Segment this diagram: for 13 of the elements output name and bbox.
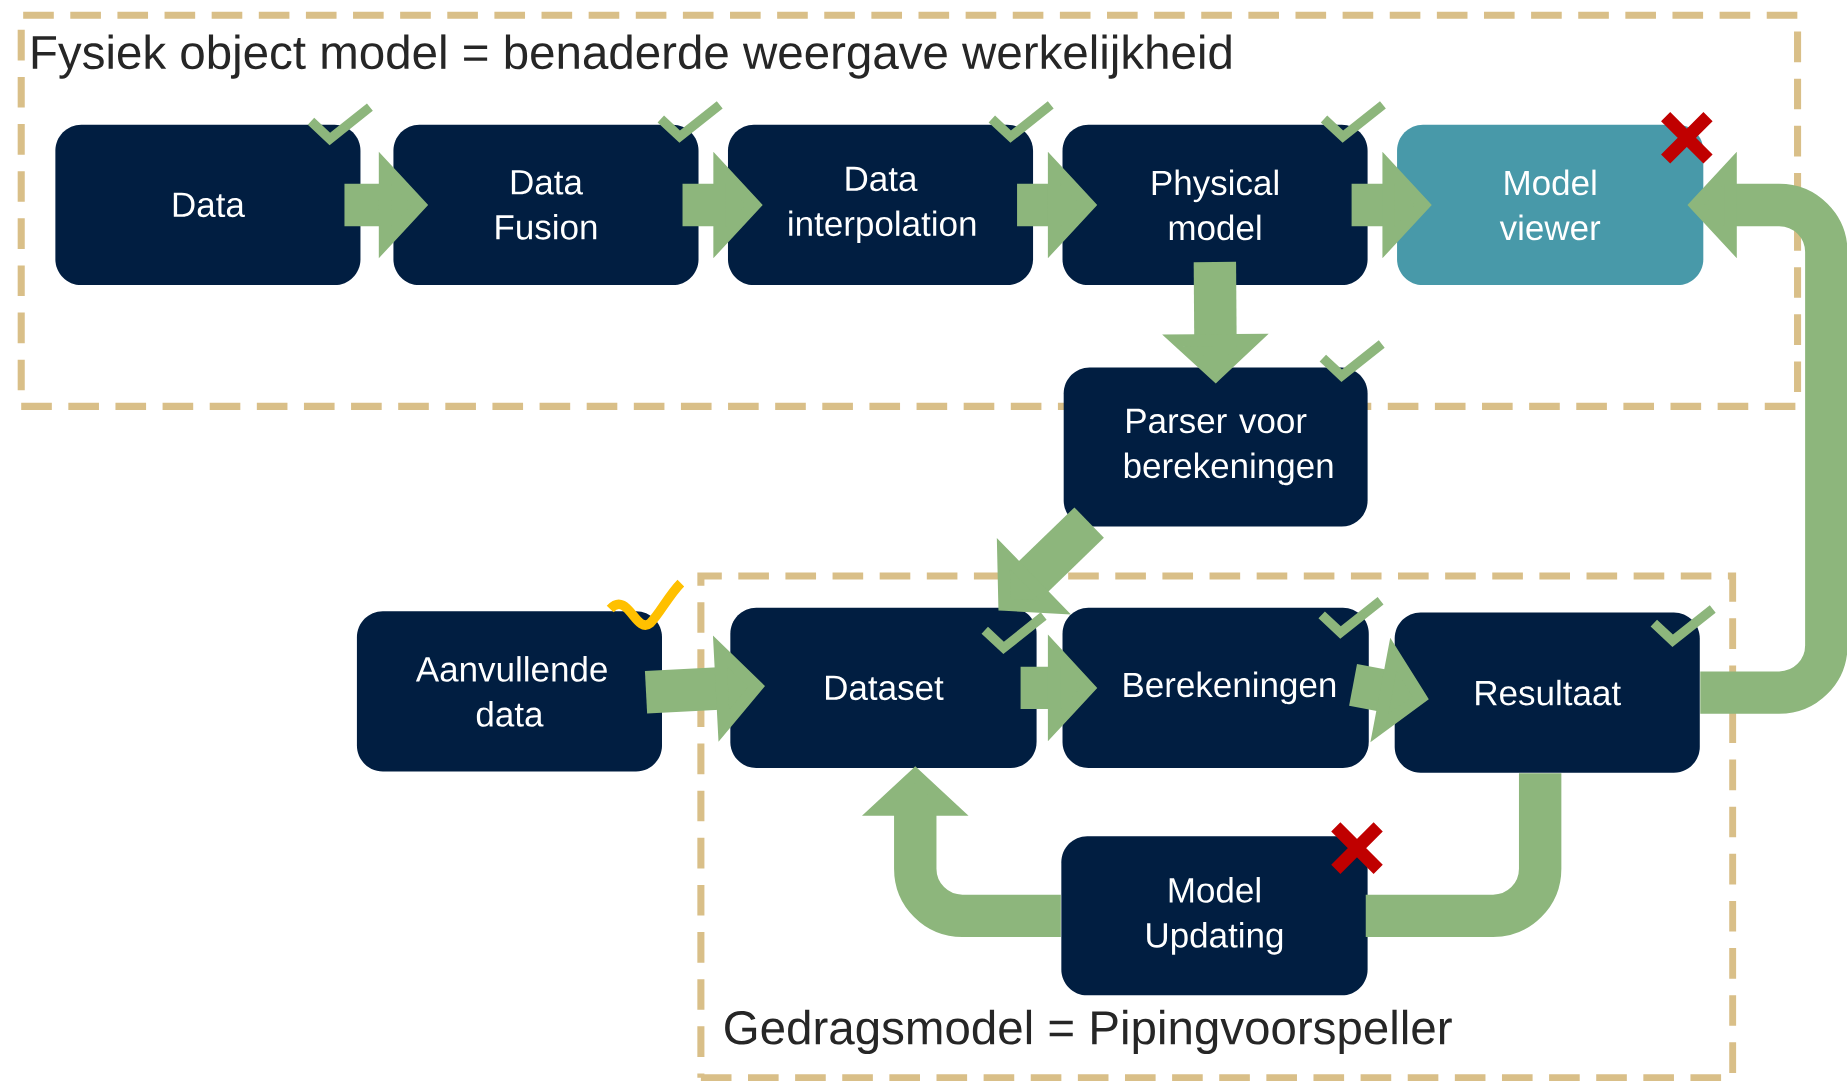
process-box: Resultaat — [1394, 612, 1700, 773]
process-box: Data — [55, 124, 361, 285]
process-box: Model viewer — [1397, 124, 1704, 285]
process-box: Data interpolation — [727, 124, 1034, 285]
process-box: Data Fusion — [393, 124, 699, 285]
process-box: Dataset — [730, 607, 1037, 768]
frame-heading: Gedragsmodel = Pipingvoorspeller — [725, 1009, 1452, 1054]
frame-heading: Fysiek object model = benaderde weergave werkelijkheid — [32, 34, 1231, 79]
process-box: Model Updating — [1061, 836, 1368, 996]
process-box: Berekeningen — [1062, 607, 1369, 768]
process-box: Physical model — [1062, 124, 1368, 285]
process-box: Parser voor berekeningen — [1063, 367, 1368, 527]
process-box: Aanvullende data — [356, 611, 662, 772]
